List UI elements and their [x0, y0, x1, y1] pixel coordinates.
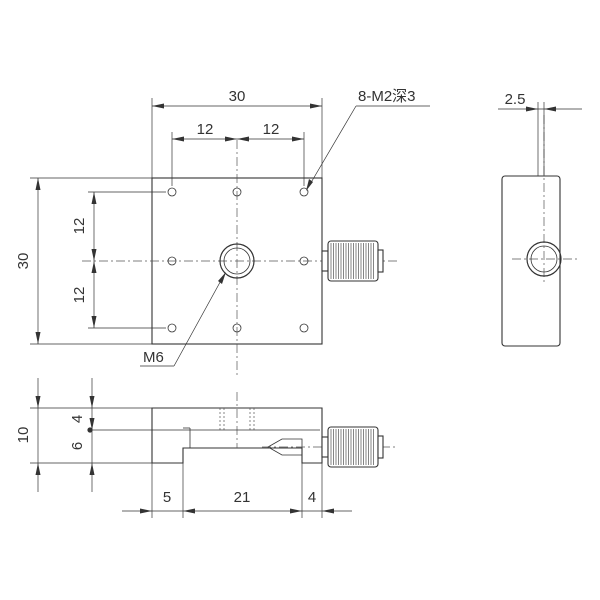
dim-top-pitch: 12 12	[171, 121, 305, 186]
dim-top-width: 30	[151, 88, 323, 178]
adjustment-knob	[321, 240, 384, 282]
dim-left-height-label: 30	[15, 253, 32, 270]
tapped-hole	[299, 187, 309, 197]
front-adjustment-knob	[321, 426, 384, 468]
center-hole-outer	[219, 243, 255, 279]
dim-right-view-width-label: 2.5	[505, 91, 526, 108]
top-view	[82, 140, 400, 378]
dim-side-lower-label: 6	[69, 442, 86, 450]
tapped-hole	[167, 256, 177, 266]
dim-side-height-label: 10	[15, 427, 32, 444]
dim-side-height: 10	[15, 378, 152, 492]
dim-top-pitch-left-label: 12	[197, 121, 214, 138]
dim-bottom-right-label: 4	[308, 489, 316, 506]
callout-center-hole-label: M6	[143, 349, 164, 366]
tapped-hole	[232, 187, 242, 197]
dim-left-height: 30	[15, 177, 152, 345]
tapped-hole	[232, 323, 242, 333]
dim-top-pitch-right-label: 12	[263, 121, 280, 138]
right-view	[501, 115, 578, 347]
dim-top-width-label: 30	[229, 88, 246, 105]
dim-bottom: 5 21 4	[122, 463, 352, 518]
tapped-hole	[167, 323, 177, 333]
callout-tapped-holes: 8-M2深3	[306, 88, 430, 191]
dim-bottom-middle-label: 21	[234, 489, 251, 506]
dim-left-pitch-lower-label: 12	[71, 287, 88, 304]
tapped-hole	[299, 256, 309, 266]
tapped-hole	[167, 187, 177, 197]
tapped-holes	[167, 187, 309, 333]
center-hole-inner	[223, 247, 251, 275]
dim-bottom-left-label: 5	[163, 489, 171, 506]
dim-side-upper-label: 4	[69, 415, 86, 423]
dim-right-view-width: 2.5	[498, 91, 582, 176]
dim-side-split: 4 6	[69, 378, 95, 492]
dim-left-pitch: 12 12	[71, 191, 166, 329]
callout-tapped-holes-label: 8-M2深3	[358, 88, 416, 105]
tapped-hole	[299, 323, 309, 333]
callout-center-hole: M6	[140, 272, 226, 367]
front-view	[87, 392, 398, 468]
dim-left-pitch-upper-label: 12	[71, 218, 88, 235]
